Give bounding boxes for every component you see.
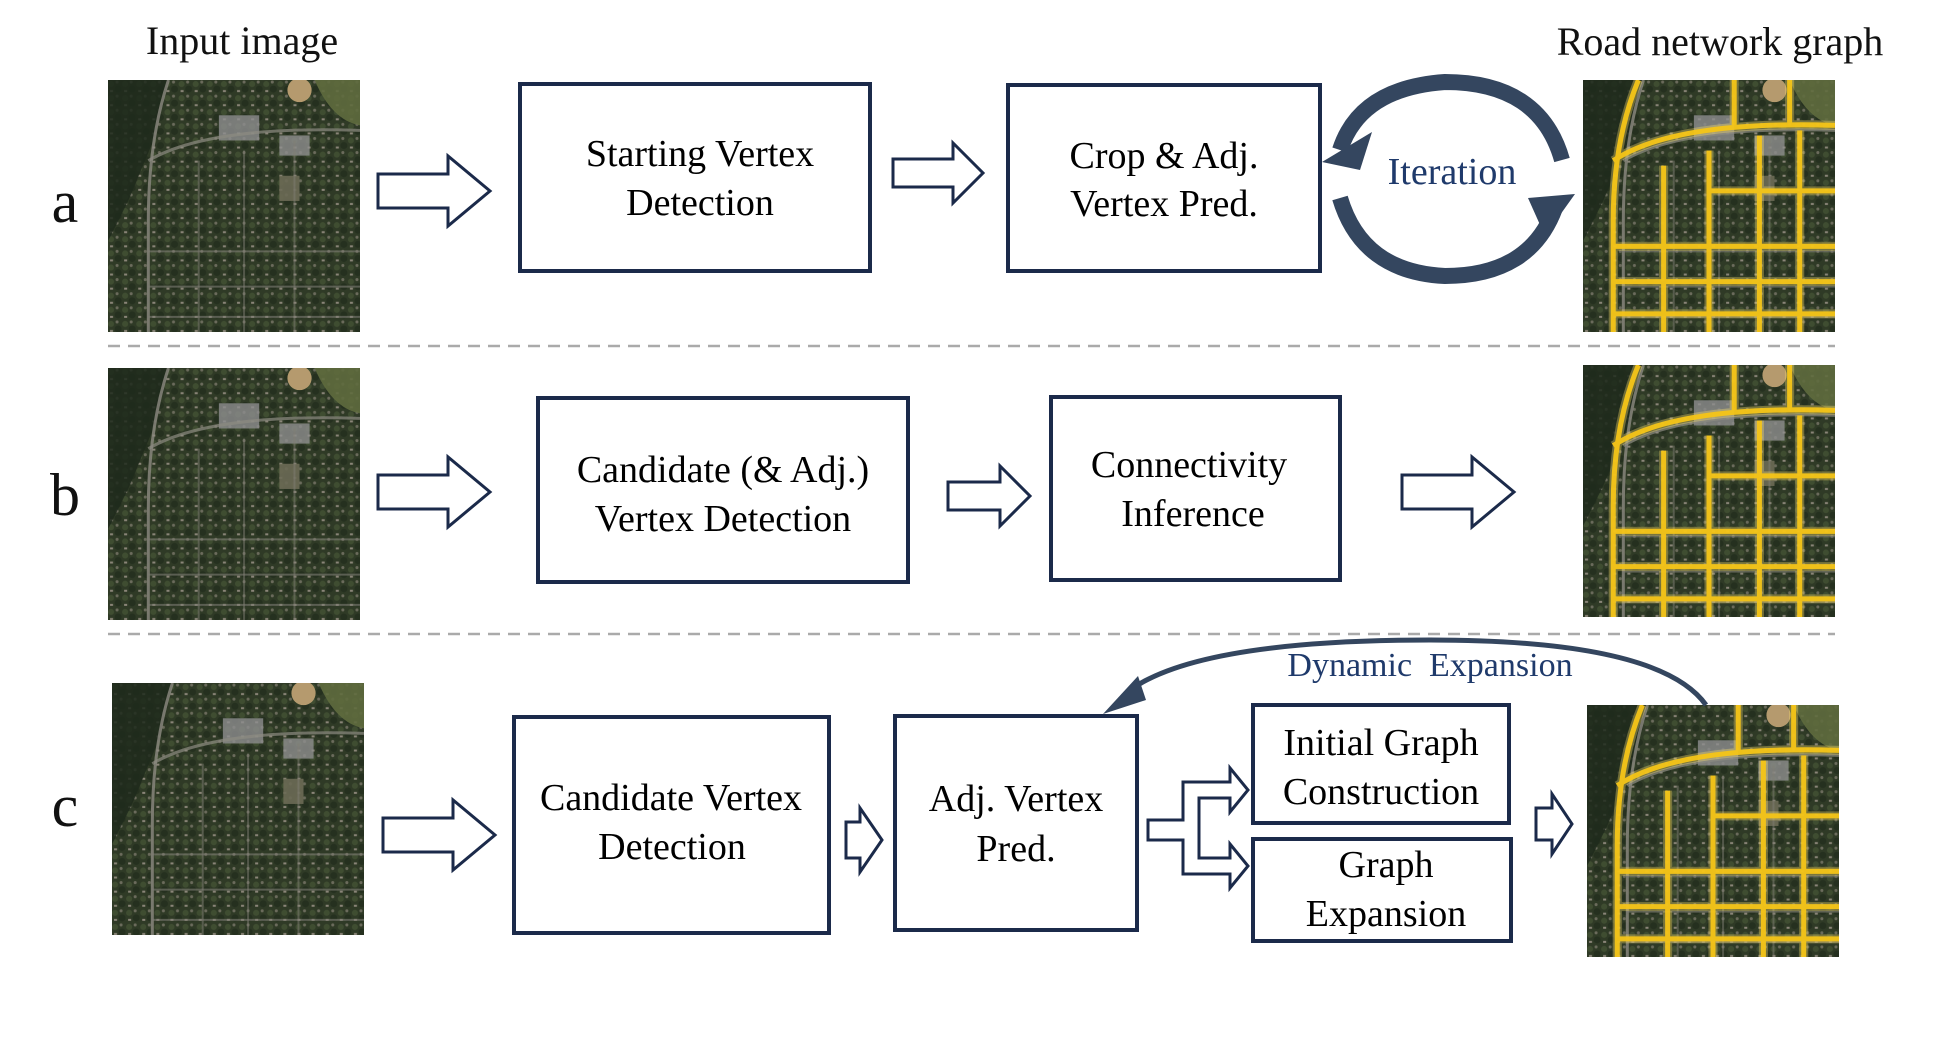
crop-adj-vertex-pred-line1: Crop & Adj.: [1070, 135, 1259, 177]
crop-adj-vertex-pred-box: [1006, 83, 1322, 273]
candidate-adj-vertex-detection-line2: Vertex Detection: [595, 498, 851, 540]
starting-vertex-detection-box: [518, 82, 872, 273]
arrow-c-2: [844, 803, 884, 877]
initial-graph-construction-line2: Construction: [1283, 771, 1479, 813]
connectivity-inference-line2: Inference: [1121, 493, 1264, 535]
row-label-a: a: [52, 169, 79, 235]
candidate-adj-vertex-detection-line1: Candidate (& Adj.): [577, 449, 869, 491]
candidate-vertex-detection-line1: Candidate Vertex: [540, 777, 802, 819]
adj-vertex-pred-line1: Adj. Vertex: [929, 778, 1104, 820]
graph-expansion-line2: Expansion: [1306, 893, 1466, 935]
dynamic-expansion-label: Dynamic Expansion: [1287, 647, 1572, 684]
dynamic-expansion-curve: [1128, 637, 1709, 707]
arrow-b-3: [1400, 453, 1517, 531]
split-arrow: [1146, 763, 1250, 893]
iteration-arrowhead-bottom: [1528, 194, 1575, 236]
connectivity-inference-line1: Connectivity: [1091, 444, 1287, 486]
initial-graph-construction-box: [1251, 703, 1511, 825]
road-network-graph-image-a: [1583, 78, 1835, 332]
iteration-label: Iteration: [1388, 151, 1517, 193]
arrow-b-1: [376, 453, 493, 531]
arrow-c-3: [1534, 789, 1574, 859]
iteration-arrowhead-top: [1322, 132, 1372, 170]
input-aerial-image-b: [108, 368, 360, 620]
input-image-label: Input image: [146, 18, 338, 63]
input-aerial-image-c: [112, 683, 364, 935]
crop-adj-vertex-pred-line2: Vertex Pred.: [1070, 183, 1258, 225]
adj-vertex-pred-line2: Pred.: [976, 828, 1055, 870]
candidate-vertex-detection-box: [512, 715, 831, 935]
graph-expansion-box: [1251, 837, 1513, 943]
iteration-arc-top: [1332, 73, 1570, 163]
arrow-b-2: [946, 462, 1033, 530]
dynamic-expansion-arrowhead: [1103, 676, 1146, 714]
input-aerial-image-a: [108, 80, 360, 332]
arrow-c-1: [381, 796, 498, 874]
arrow-a-2: [891, 139, 986, 207]
road-network-graph-image-b: [1583, 363, 1835, 617]
candidate-adj-vertex-detection-box: [536, 396, 910, 584]
adj-vertex-pred-box: [893, 714, 1139, 932]
starting-vertex-detection-line2: Detection: [626, 182, 774, 224]
candidate-vertex-detection-line2: Detection: [598, 826, 746, 868]
row-b: b Candidate (& Adj.) Vertex Detection Co…: [50, 363, 1835, 620]
iteration-arc-bottom: [1332, 195, 1563, 285]
connectivity-inference-box: [1049, 395, 1342, 582]
row-label-b: b: [50, 462, 80, 528]
road-network-graph-image-c: [1587, 703, 1839, 957]
graph-expansion-line1: Graph: [1339, 844, 1434, 886]
row-label-c: c: [52, 773, 79, 839]
initial-graph-construction-line1: Initial Graph: [1283, 722, 1478, 764]
row-a: a Starting Vertex Detection Crop & Adj. …: [52, 73, 1835, 332]
starting-vertex-detection-line1: Starting Vertex: [586, 133, 814, 175]
road-network-graph-label: Road network graph: [1557, 19, 1884, 64]
arrow-a-1: [376, 152, 493, 230]
row-c: c Candidate Vertex Detection Adj. Vertex…: [52, 637, 1839, 957]
